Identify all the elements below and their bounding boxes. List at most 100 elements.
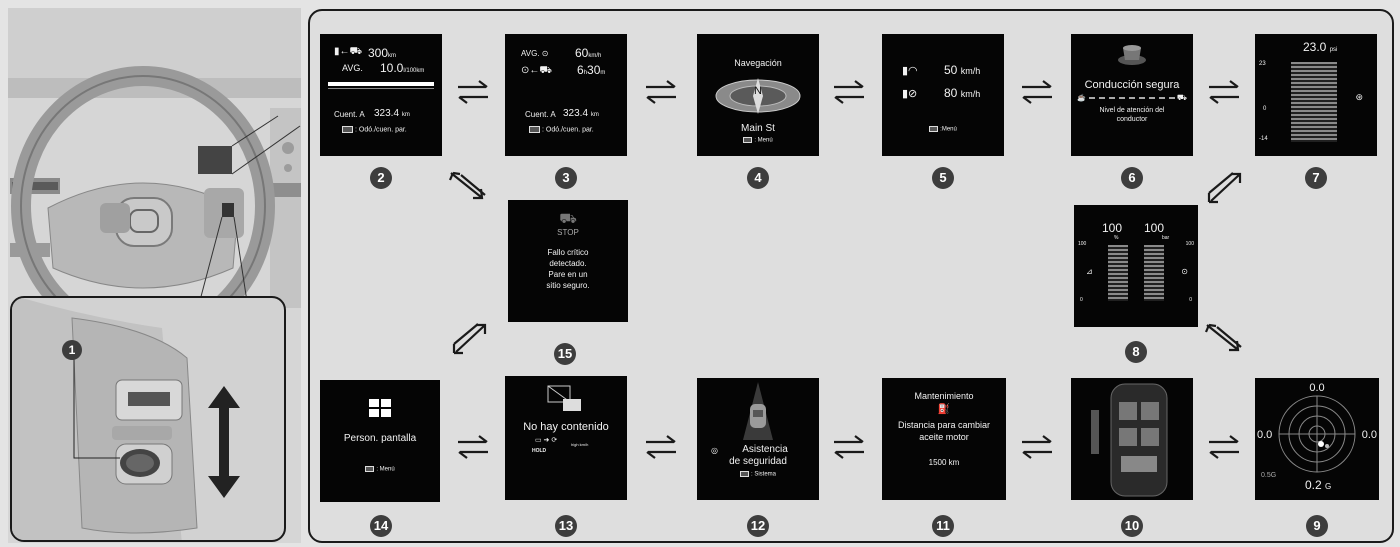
trip-label: Cuent. A (334, 110, 365, 119)
speed-small-label: high km/h (571, 442, 589, 447)
safety-line-1: Asistencia (742, 444, 788, 455)
left-scale-bottom: 0 (1080, 297, 1083, 303)
step-badge-15: 15 (554, 343, 576, 365)
swap-arrow-11-10 (1019, 434, 1055, 460)
trip-value: 323.4 (563, 108, 589, 119)
pressure-value: 23.0 (1303, 40, 1327, 54)
callout-badge: 1 (62, 340, 82, 360)
step-badge-12: 12 (747, 515, 769, 537)
time-minutes-unit: m (600, 70, 606, 76)
avg-label: AVG. (342, 63, 363, 73)
coffee-cup-icon (1118, 45, 1146, 65)
fault-line-1: Fallo crítico (547, 248, 589, 257)
step-badge-10: 10 (1121, 515, 1143, 537)
safety-icon: ◎ (711, 446, 718, 455)
screen-navigation: Navegación N Main St : Menú (697, 34, 819, 156)
time-hours-unit: h (583, 70, 588, 76)
hint-text: : Odó./cuen. par. (542, 126, 594, 134)
fuel-unit: l/100km (403, 68, 425, 74)
display-sequence-panel: 300km ▮←⛟ AVG. 10.0l/100km Cuent. A 323.… (308, 9, 1394, 543)
safety-assist-car-icon (743, 382, 773, 440)
car-fault-icon: ⛟ (559, 210, 577, 226)
screen-avg-speed: AVG. ⊙ 60km/h ⊙←⛟ 6h30m Cuent. A 323.4 k… (505, 34, 627, 156)
pressure-unit: psi (1329, 47, 1338, 53)
switch-closeup-drawing (12, 298, 240, 540)
step-badge-11: 11 (932, 515, 954, 537)
time-hours: 6 (577, 63, 584, 77)
oil-line-2: aceite motor (919, 432, 969, 442)
right-scale-bottom: 0 (1189, 297, 1192, 303)
left-scale-top: 100 (1078, 241, 1087, 247)
nav-title: Navegación (734, 58, 782, 68)
hint-text: : Menú (754, 137, 773, 144)
trip-label: Cuent. A (525, 110, 556, 119)
step-badge-3: 3 (555, 167, 577, 189)
no-content-icon (547, 385, 581, 411)
avg-speed-value: 60 (575, 46, 589, 60)
screen-fuel-range: 300km ▮←⛟ AVG. 10.0l/100km Cuent. A 323.… (320, 34, 442, 156)
safety-line-2: de seguridad (729, 456, 787, 467)
screen-turbo-pressure: 23.0 psi 23 0 -14 ⊛ (1255, 34, 1377, 156)
steering-wheel-drawing (8, 8, 301, 348)
trip-value: 323.4 (374, 108, 400, 119)
speed-warning-icon: ▮⊘ (902, 88, 918, 100)
customize-title: Person. pantalla (343, 433, 417, 444)
fuel-bar (328, 82, 434, 86)
fuel-bar-scale (328, 88, 434, 89)
hint-text: : Sistema (750, 471, 776, 478)
no-content-title: No hay contenido (523, 421, 609, 433)
step-badge-5: 5 (932, 167, 954, 189)
speed-limit-1: 50 (944, 63, 958, 77)
swap-arrow-15-14 (450, 322, 490, 356)
display-button-icon (739, 471, 749, 477)
street-name: Main St (741, 123, 775, 134)
swap-arrow-3-4 (643, 79, 679, 105)
trip-unit: km (401, 112, 410, 118)
fuel-to-car-icon: ▮←⛟ (334, 46, 363, 57)
display-button-icon (743, 137, 753, 143)
attention-level-bar (1089, 97, 1175, 99)
swap-arrow-8-9 (1203, 323, 1243, 355)
hint-text: : Odó./cuen. par. (355, 126, 407, 134)
step-badge-9: 9 (1306, 515, 1328, 537)
hint-text: :Menú (940, 126, 957, 133)
switch-closeup-inset: 1 (10, 296, 286, 542)
brake-unit: bar (1162, 235, 1170, 241)
swap-arrow-6-7 (1206, 79, 1242, 105)
throttle-value: 100 (1102, 221, 1123, 235)
step-badge-6: 6 (1121, 167, 1143, 189)
brake-icon: ⊙ (1181, 267, 1188, 276)
screen-critical-fault: ⛟ STOP Fallo crítico detectado. Pare en … (508, 200, 628, 322)
swap-arrow-14-13 (455, 434, 491, 460)
step-badge-2: 2 (370, 167, 392, 189)
g-top-value: 0.0 (1309, 382, 1325, 394)
compass-icon (715, 78, 801, 114)
display-button-icon (929, 126, 939, 132)
clock-car-icon: ⊙←⛟ (521, 65, 552, 76)
g-unit: G (1325, 482, 1332, 491)
g-bottom-value: 0.2 (1305, 478, 1322, 492)
coffee-small-icon: ☕ (1077, 95, 1086, 102)
attention-subtitle: Nivel de atención del conductor (1099, 107, 1165, 123)
swap-arrow-4-5 (831, 79, 867, 105)
step-badge-13: 13 (555, 515, 577, 537)
oil-can-icon: ⛽ (937, 404, 951, 415)
screen-no-content: No hay contenido ▭ ➜ ⟳ HOLD high km/h (505, 376, 627, 500)
time-minutes: 30 (587, 63, 601, 77)
oil-line-1: Distancia para cambiar (897, 420, 991, 430)
scale-mid: 0 (1263, 106, 1267, 112)
screen-seatbelt-status (1071, 378, 1193, 500)
trip-unit: km (590, 112, 599, 118)
range-unit: km (388, 53, 397, 59)
oil-distance: 1500 km (928, 458, 960, 467)
scale-top: 23 (1259, 61, 1266, 67)
display-layout-icon (369, 399, 391, 417)
car-seats-icon (1091, 383, 1168, 497)
fault-line-4: sitio seguro. (546, 281, 590, 290)
swap-arrow-7-8 (1205, 171, 1245, 205)
screen-maintenance: Mantenimiento ⛽ Distancia para cambiar a… (882, 378, 1006, 500)
screen-safety-assist: ◎ Asistencia de seguridad : Sistema (697, 378, 819, 500)
display-button-icon (529, 126, 540, 133)
g-left-value: 0.0 (1257, 429, 1273, 441)
hold-label: HOLD (532, 448, 547, 454)
